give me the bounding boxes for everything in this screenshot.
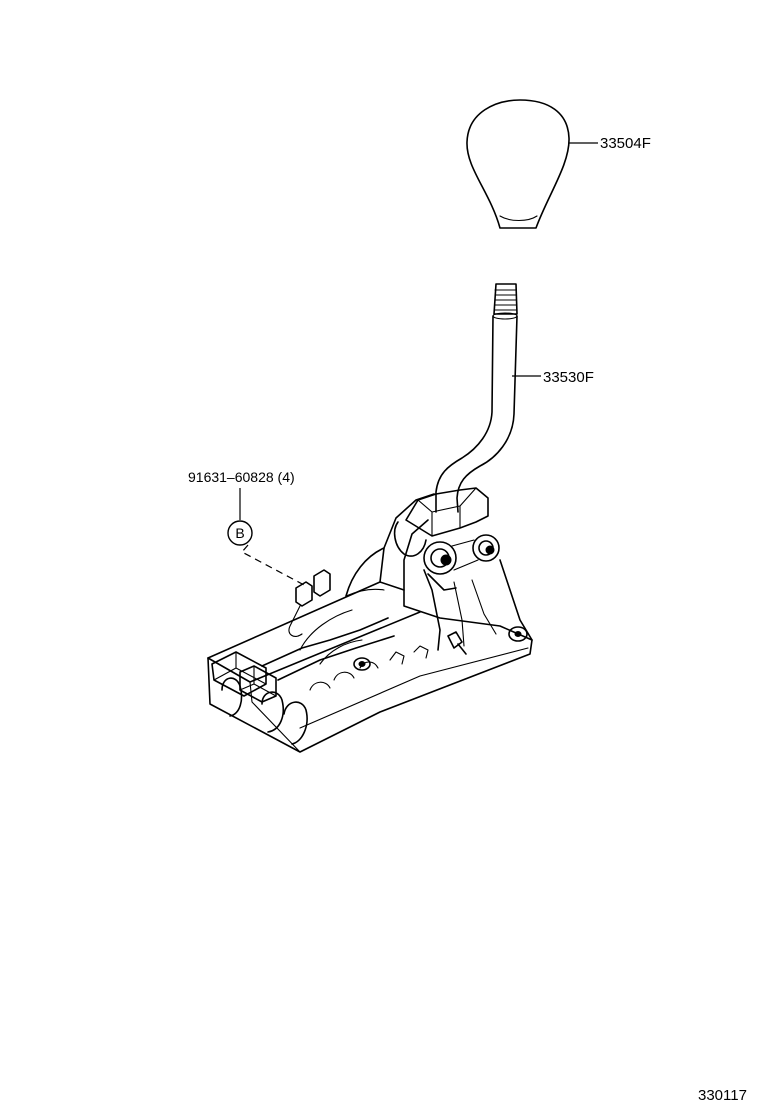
shift-knob-part-number: 33504F bbox=[600, 135, 651, 152]
bolt-location-dashed-leader bbox=[241, 544, 307, 587]
bolt-part-number: 91631–60828 (4) bbox=[188, 469, 295, 485]
shift-lever-part-number: 33530F bbox=[543, 369, 594, 386]
drawing-number: 330117 bbox=[698, 1087, 747, 1104]
shift-housing[interactable] bbox=[207, 487, 533, 753]
callout-b-marker[interactable]: B bbox=[227, 520, 253, 546]
shift-knob[interactable] bbox=[466, 99, 570, 229]
callout-b-letter: B bbox=[235, 525, 244, 541]
shift-lever[interactable] bbox=[435, 283, 518, 513]
